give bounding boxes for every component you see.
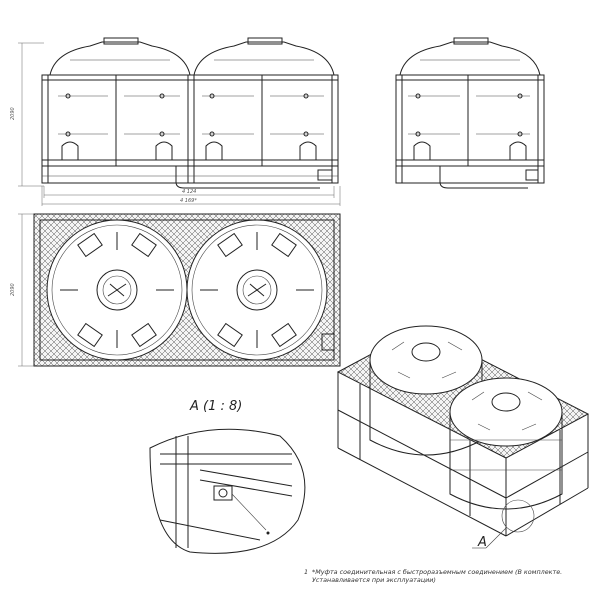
footnote: 1 *Муфта соединительная с быстроразъемны… (304, 568, 582, 584)
footnote-text: *Муфта соединительная с быстроразъемным … (312, 568, 563, 584)
plan-depth-dimension: 2090 (10, 283, 16, 296)
detail-a-view: A (1 : 8) (149, 399, 306, 554)
detail-title: A (1 : 8) (189, 399, 242, 414)
plan-view: 2090 (10, 213, 341, 367)
outer-width-dimension: 4 169* (180, 198, 197, 204)
footnote-number: 1 (304, 568, 309, 576)
detail-reference-label: A (477, 535, 487, 550)
height-dimension: 2090 (10, 107, 16, 120)
isometric-view: A (336, 325, 590, 550)
inner-width-dimension: 4 124 (182, 189, 196, 195)
side-elevation (395, 37, 545, 189)
front-elevation: 2090 (10, 37, 341, 206)
